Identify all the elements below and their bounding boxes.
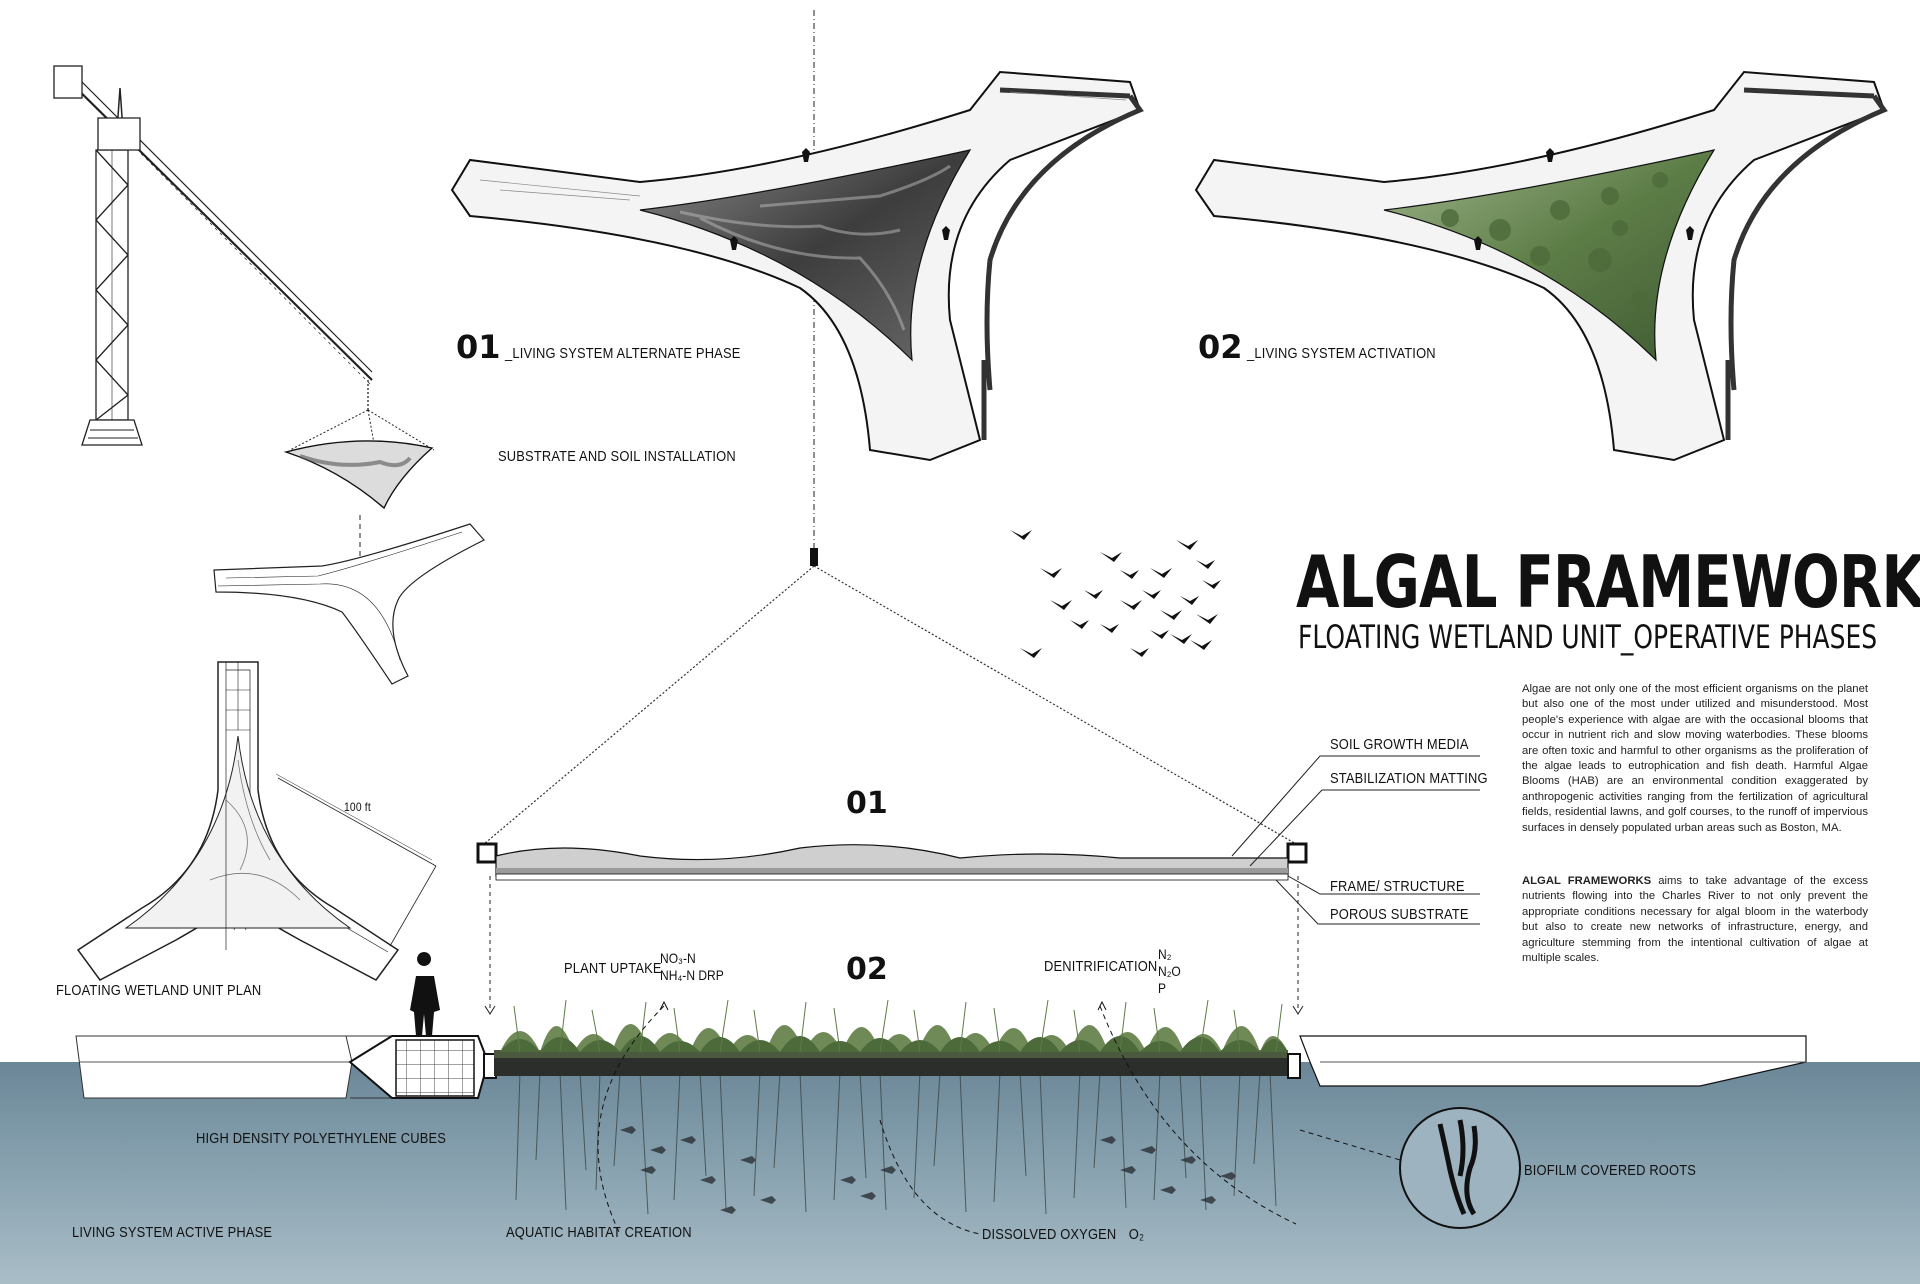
section-02	[75, 952, 1807, 1235]
substrate-install-label: SUBSTRATE AND SOIL INSTALLATION	[498, 448, 736, 465]
aim-paragraph-text: aims to take advantage of the excess nut…	[1522, 875, 1868, 965]
section-02-number: 02	[846, 952, 888, 987]
active-phase-label: LIVING SYSTEM ACTIVE PHASE	[72, 1224, 273, 1241]
biofilm-label: BIOFILM COVERED ROOTS	[1524, 1162, 1697, 1179]
hdpe-label: HIGH DENSITY POLYETHYLENE CUBES	[196, 1130, 447, 1147]
denit-chem-3: P	[1158, 980, 1167, 996]
dissolved-oxygen-symbol: O₂	[1128, 1226, 1145, 1243]
plant-uptake-label: PLANT UPTAKE	[564, 960, 662, 977]
phase-02-heading: 02 _LIVING SYSTEM ACTIVATION	[1198, 328, 1466, 366]
aquatic-habitat-label: AQUATIC HABITAT CREATION	[506, 1224, 692, 1241]
bird-flock	[1010, 530, 1221, 658]
phase-01-heading: 01 _LIVING SYSTEM ALTERNATE PHASE	[456, 328, 778, 366]
uptake-chemicals: NO₃-N NH₄-N DRP	[660, 950, 724, 984]
uptake-chem-1: NO₃-N	[660, 950, 696, 966]
sling-right	[813, 565, 1297, 845]
sling-left	[483, 565, 815, 845]
uptake-chem-2: NH₄-N DRP	[660, 967, 724, 983]
soil-growth-label: SOIL GROWTH MEDIA	[1330, 736, 1469, 753]
denit-chemicals: N₂ N₂O P	[1158, 946, 1181, 997]
phase-01-label: _LIVING SYSTEM ALTERNATE PHASE	[504, 345, 741, 362]
dissolved-oxygen-label: DISSOLVED OXYGEN O₂	[982, 1226, 1144, 1243]
porous-label: POROUS SUBSTRATE	[1330, 906, 1469, 923]
page-title: ALGAL FRAMEWORKS	[1296, 540, 1920, 624]
section-01-number: 01	[846, 786, 888, 821]
intro-paragraph-text: Algae are not only one of the most effic…	[1522, 683, 1868, 834]
phase-01-number: 01	[456, 328, 501, 366]
water-body	[0, 1062, 1920, 1284]
tripod-01-render	[450, 70, 1144, 462]
page-subtitle: FLOATING WETLAND UNIT_OPERATIVE PHASES	[1298, 618, 1878, 656]
wetland-unit-plan	[76, 661, 437, 981]
denit-chem-2: N₂O	[1158, 963, 1181, 979]
intro-paragraph: Algae are not only one of the most effic…	[1522, 682, 1868, 836]
phase-02-number: 02	[1198, 328, 1243, 366]
dissolved-oxygen-text: DISSOLVED OXYGEN	[982, 1226, 1117, 1243]
hanging-substrate-tray	[283, 409, 435, 605]
small-tripod-unit	[213, 523, 485, 685]
aim-paragraph-bold: ALGAL FRAMEWORKS	[1522, 875, 1652, 887]
denitrification-label: DENITRIFICATION	[1044, 958, 1158, 975]
unit-plan-label: FLOATING WETLAND UNIT PLAN	[56, 982, 262, 999]
tower-crane	[53, 65, 373, 446]
cable-hook	[810, 548, 818, 566]
aim-paragraph: ALGAL FRAMEWORKS aims to take advantage …	[1522, 874, 1868, 966]
frame-label: FRAME/ STRUCTURE	[1330, 878, 1465, 895]
tripod-02-render	[1194, 70, 1888, 462]
stabilization-label: STABILIZATION MATTING	[1330, 770, 1488, 787]
denit-chem-1: N₂	[1158, 946, 1172, 962]
section-01	[476, 755, 1480, 1015]
phase-02-label: _LIVING SYSTEM ACTIVATION	[1246, 345, 1436, 362]
dimension-label: 100 ft	[344, 800, 371, 814]
